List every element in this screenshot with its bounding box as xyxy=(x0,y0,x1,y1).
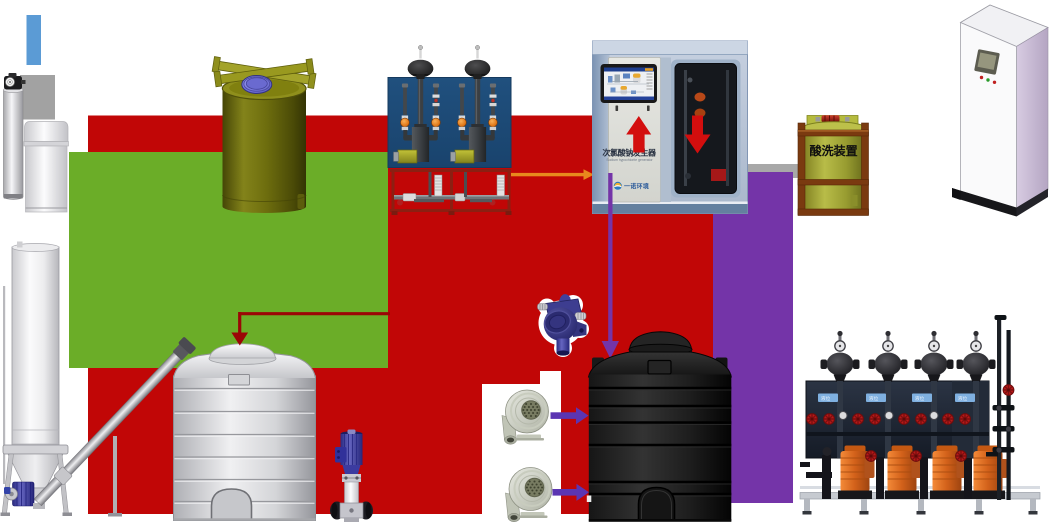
svg-text:酸洗装置: 酸洗装置 xyxy=(810,143,858,158)
svg-text:次氯酸钠发生器: 次氯酸钠发生器 xyxy=(602,148,657,158)
svg-text:液位: 液位 xyxy=(958,395,968,402)
svg-text:液位: 液位 xyxy=(821,395,831,402)
svg-text:一诺环境: 一诺环境 xyxy=(624,183,649,191)
svg-text:液位: 液位 xyxy=(915,395,925,402)
svg-text:液位: 液位 xyxy=(869,395,879,402)
svg-text:Sodium hypochlorite generator: Sodium hypochlorite generator xyxy=(606,158,653,162)
